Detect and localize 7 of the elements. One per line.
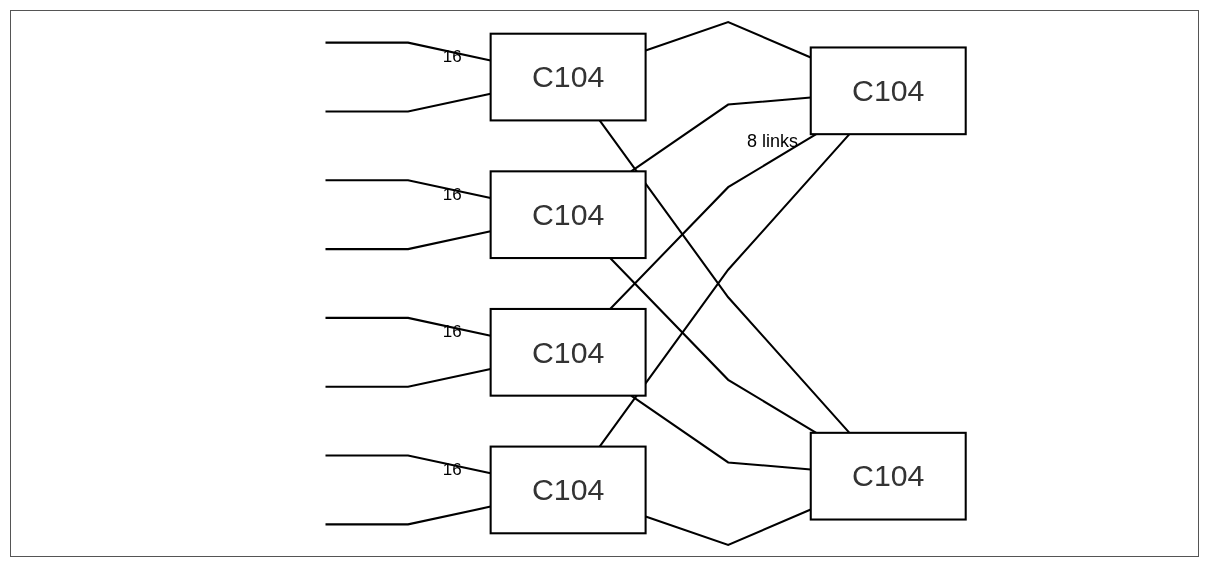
node-box: C104 xyxy=(489,32,647,122)
node-box: C104 xyxy=(489,170,647,260)
node-box: C104 xyxy=(489,445,647,535)
node-box: C104 xyxy=(809,431,967,521)
link-count-label: 8 links xyxy=(746,130,798,152)
node-box: C104 xyxy=(809,46,967,136)
node-box: C104 xyxy=(489,307,647,397)
